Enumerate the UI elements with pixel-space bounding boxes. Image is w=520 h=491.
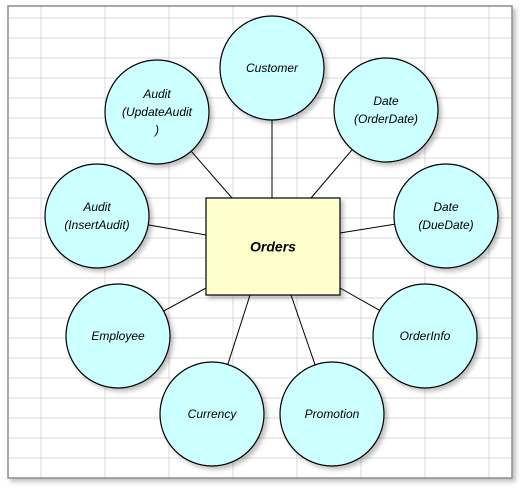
- dimension-label: Audit: [142, 87, 171, 101]
- dimension-label: Date: [373, 94, 399, 108]
- connector-line: [290, 294, 316, 365]
- fact-table-label: Orders: [250, 239, 296, 255]
- dimension-label: ): [153, 123, 159, 137]
- dimension-node: Customer: [219, 15, 325, 121]
- dimension-node: Audit (InsertAudit): [44, 163, 150, 269]
- dimension-circle: [372, 283, 478, 389]
- connector-lines: [148, 120, 395, 365]
- dimension-circle: [104, 59, 210, 165]
- dimension-label: Date: [433, 200, 459, 214]
- dimension-circle: [393, 163, 499, 269]
- dimension-circle: [44, 163, 150, 269]
- dimension-circle: [65, 283, 171, 389]
- dimension-label: Promotion: [305, 407, 360, 421]
- dimension-node: Date (OrderDate): [333, 57, 439, 163]
- dimension-node: Date (DueDate): [393, 163, 499, 269]
- dimension-label: Customer: [246, 61, 299, 75]
- dimension-label: (InsertAudit): [64, 218, 129, 232]
- dimension-label: Audit: [82, 200, 111, 214]
- dimension-label: (UpdateAudit: [122, 105, 193, 119]
- dimension-node: Audit (UpdateAudit): [104, 59, 210, 165]
- dimension-circle: [219, 15, 325, 121]
- dimension-label: Currency: [188, 407, 238, 421]
- dimension-node: Currency: [159, 361, 265, 467]
- dimension-node: Employee: [65, 283, 171, 389]
- connector-line: [148, 224, 207, 236]
- dimension-circle: [159, 361, 265, 467]
- dimension-circle: [333, 57, 439, 163]
- dimension-label: (OrderDate): [354, 112, 418, 126]
- connector-line: [310, 149, 353, 199]
- dimension-circle: [279, 361, 385, 467]
- dimension-node: OrderInfo: [372, 283, 478, 389]
- connector-line: [190, 150, 233, 199]
- fact-table-box: [205, 197, 341, 296]
- dimension-label: Employee: [91, 329, 145, 343]
- connector-line: [339, 287, 380, 311]
- connector-line: [163, 287, 207, 312]
- connector-line: [339, 223, 395, 234]
- dimension-label: OrderInfo: [400, 329, 451, 343]
- dimension-label: (DueDate): [418, 218, 473, 232]
- fact-table: Orders: [205, 197, 341, 296]
- dimension-node: Promotion: [279, 361, 385, 467]
- connector-line: [227, 294, 251, 365]
